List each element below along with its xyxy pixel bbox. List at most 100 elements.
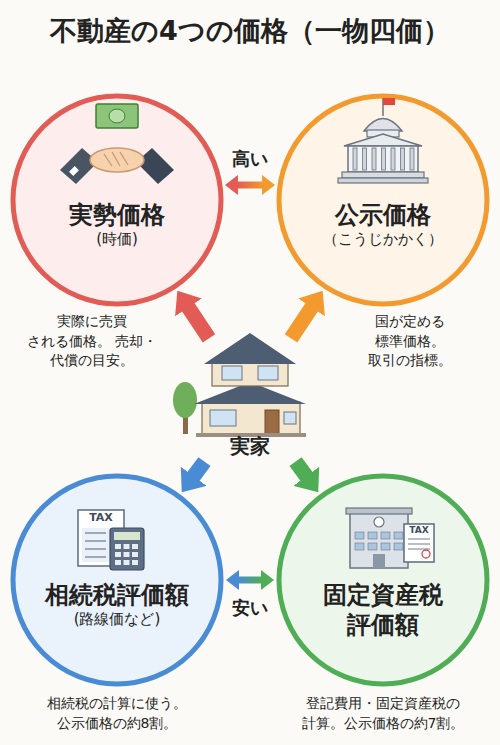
- building-windows-part: [368, 532, 377, 539]
- calculator-keys-part: [132, 560, 138, 565]
- circle-shape: [279, 96, 487, 304]
- circle-shape: [13, 476, 221, 684]
- calculator-keys-part: [124, 560, 130, 565]
- node-subtext: (時価): [17, 230, 217, 249]
- office-building-icon-part: [346, 508, 412, 514]
- office-building-icon-part: [374, 517, 384, 527]
- diagram-title: 不動産の4つの価格（一物四価）: [0, 12, 500, 50]
- house-illustration: [173, 333, 306, 437]
- node-subtext: (路線価など): [17, 610, 217, 629]
- calculator-keys-part: [115, 560, 121, 565]
- capitol-columns-part: [410, 148, 414, 170]
- edge-label: 安い: [228, 597, 272, 619]
- price-circle: 相続税評価額(路線価など): [10, 473, 224, 687]
- form-lines-part: [85, 548, 106, 549]
- circle-outline: [276, 93, 490, 307]
- icon-text: TAX: [81, 512, 121, 524]
- building-windows-part: [368, 543, 377, 550]
- house-illustration-part: [258, 366, 278, 380]
- price-circle: 実勢価格(時価): [10, 93, 224, 307]
- calculator-keys-part: [132, 552, 138, 557]
- circle-outline: [276, 473, 490, 687]
- office-building-icon-part: [350, 512, 408, 568]
- description-note: 相続税の計算に使う。 公示価格の約8割。: [41, 694, 193, 733]
- text-box: 実勢価格(時価): [10, 200, 224, 249]
- description-note: 実際に売買 される価格。 売却・代償の目安。: [24, 312, 160, 371]
- house-illustration-part: [204, 333, 296, 364]
- node-heading: 実勢価格: [17, 200, 217, 230]
- text-box: 公示価格（こうじかかく）: [276, 200, 490, 249]
- calculator-keys-part: [124, 552, 130, 557]
- connector-arrow: [237, 182, 263, 189]
- text-box: 固定資産税 評価額: [276, 580, 490, 640]
- calculator-keys-part: [124, 544, 130, 549]
- form-lines-part: [85, 532, 106, 533]
- building-windows-part: [355, 532, 364, 539]
- form-lines-part: [85, 556, 106, 557]
- tax-form-icon-part: [114, 532, 140, 540]
- node-heading: 相続税評価額: [17, 580, 217, 610]
- house-node: 実家: [200, 340, 300, 460]
- circle-outline: [10, 93, 224, 307]
- node-heading: 公示価格: [283, 200, 483, 230]
- form-lines-part: [85, 540, 106, 541]
- handshake-icon-part: [90, 148, 144, 172]
- house-illustration-part: [202, 402, 300, 434]
- capitol-columns-part: [382, 148, 386, 170]
- capitol-columns-part: [391, 148, 395, 170]
- edge-label: 高い: [228, 148, 272, 170]
- handshake-icon-part: [104, 152, 128, 166]
- circle-outline: [10, 473, 224, 687]
- connector-arrow: [193, 462, 204, 477]
- capitol-icon-part: [338, 178, 428, 183]
- connector-arrow: [291, 307, 312, 339]
- node-subtext: （こうじかかく）: [283, 230, 483, 249]
- house-illustration-part: [173, 382, 197, 418]
- document-lines-part: [408, 543, 430, 544]
- text-box: 実家: [200, 434, 300, 459]
- price-circle: 固定資産税 評価額: [276, 473, 490, 687]
- text-box: 相続税評価額(路線価など): [10, 580, 224, 629]
- tax-form-icon-part: [110, 528, 144, 570]
- building-windows-part: [394, 532, 403, 539]
- connector-arrow: [296, 462, 307, 477]
- capitol-columns-part: [363, 148, 367, 170]
- document-lines-part: [408, 548, 430, 549]
- icon-text: TAX: [404, 526, 434, 536]
- form-lines: [85, 533, 106, 557]
- building-windows-part: [394, 543, 403, 550]
- document-lines-part: [408, 538, 430, 539]
- capitol-columns: [353, 148, 414, 170]
- handshake-icon-part: [109, 109, 125, 123]
- house-illustration-part: [265, 410, 279, 434]
- calculator-keys-part: [132, 544, 138, 549]
- office-building-icon-part: [404, 524, 434, 562]
- node-heading: 固定資産税 評価額: [317, 580, 449, 640]
- handshake-icon-part: [69, 166, 79, 176]
- capitol-columns-part: [372, 148, 376, 170]
- calculator-keys: [115, 544, 138, 565]
- house-illustration-part: [284, 412, 296, 424]
- calculator-keys-part: [115, 552, 121, 557]
- circle-shape: [279, 476, 487, 684]
- capitol-icon-part: [348, 146, 418, 172]
- capitol-columns-part: [401, 148, 405, 170]
- handshake-icon-part: [96, 104, 138, 128]
- price-circle: 公示価格（こうじかかく）: [276, 93, 490, 307]
- description-note: 国が定める 標準価格。 取引の指標。: [355, 312, 465, 371]
- capitol-columns-part: [353, 148, 357, 170]
- circle-shape: [13, 96, 221, 304]
- calculator-keys-part: [115, 544, 121, 549]
- document-lines: [408, 539, 430, 549]
- building-windows-part: [381, 543, 390, 550]
- building-windows-part: [381, 532, 390, 539]
- office-building-icon-part: [422, 550, 430, 558]
- node-heading: 実家: [200, 434, 300, 459]
- description-note: 登記費用・固定資産税の 計算。公示価格の約7割。: [296, 694, 470, 733]
- connector-arrow: [188, 307, 209, 339]
- capitol-icon-part: [383, 98, 395, 105]
- house-illustration-part: [222, 366, 242, 380]
- connector-arrow: [238, 577, 262, 584]
